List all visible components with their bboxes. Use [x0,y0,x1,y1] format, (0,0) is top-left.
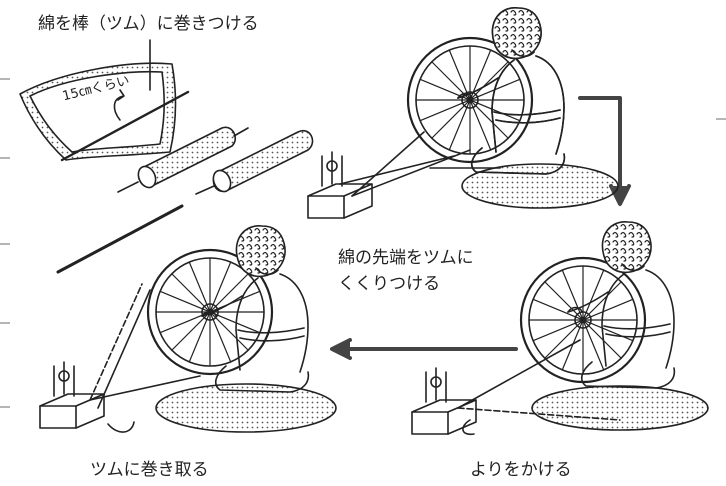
margin-tick [0,157,10,159]
margin-tick [0,78,10,80]
margin-tick [0,243,10,245]
spindle-stick [56,204,184,274]
label-tie-tip-line2: くくりつける [338,274,441,294]
spindle-base-step3 [411,339,621,436]
spindle-roll-2 [195,129,314,195]
margin-tick [0,322,10,324]
label-tie-tip-line1: 綿の先端をツムに [338,248,474,268]
spindle-base-step2 [307,131,471,219]
spinner-step2 [457,7,619,209]
label-twist: よりをかける [470,460,572,480]
cotton-sheet [19,39,190,162]
spinner-step4 [155,225,337,433]
margin-tick [716,118,726,120]
flow-arrow-left [330,338,518,360]
spindle-roll-1 [117,126,249,193]
margin-tick [0,406,10,408]
label-wind-onto-spindle: ツムに巻き取る [90,460,209,480]
spinner-step3 [531,221,709,431]
label-wrap-cotton: 綿を棒（ツム）に巻きつける [38,14,259,34]
spindle-base-step4 [39,283,201,433]
spinning-wheel-step2 [406,36,534,169]
